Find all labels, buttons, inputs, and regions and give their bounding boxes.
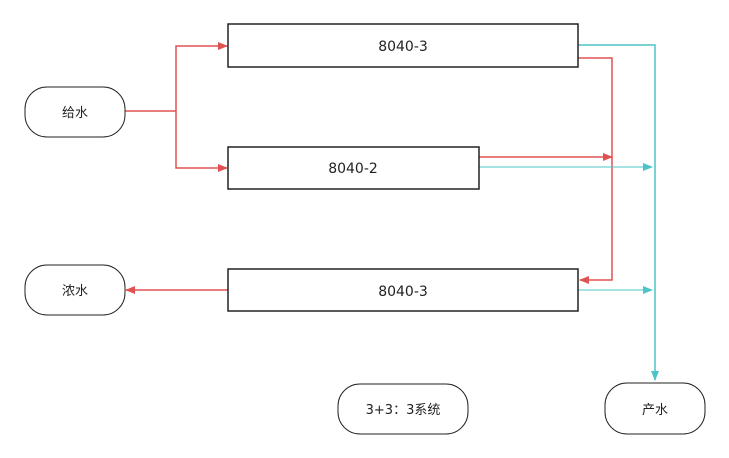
vessel-bottom-label: 8040-3 xyxy=(378,284,428,300)
top-concentrate-line xyxy=(578,57,613,158)
system-note-label: 3+3：3系统 xyxy=(366,403,441,418)
vessel-top-label: 8040-3 xyxy=(378,39,428,55)
feed-lines xyxy=(125,42,613,294)
concentrate-label: 浓水 xyxy=(62,284,88,299)
vessel-top: 8040-3 xyxy=(227,23,579,68)
vessel-middle-label: 8040-2 xyxy=(328,161,378,177)
concentrate-node: 浓水 xyxy=(24,264,126,316)
system-note-node: 3+3：3系统 xyxy=(337,383,469,435)
feed-line-to-top-vessel xyxy=(175,42,228,111)
vessel-top-box xyxy=(227,23,579,68)
vessel-middle: 8040-2 xyxy=(227,146,480,190)
permeate-lines xyxy=(479,44,659,381)
vessel-bottom-box xyxy=(227,268,579,312)
vessel-middle-box xyxy=(227,146,480,190)
top-permeate-line xyxy=(578,44,659,381)
feed-water-node: 给水 xyxy=(24,86,126,138)
permeate-node: 产水 xyxy=(604,382,706,435)
feed-water-label: 给水 xyxy=(62,106,88,121)
vessel-bottom: 8040-3 xyxy=(227,268,579,312)
feed-line-to-middle-vessel xyxy=(175,111,228,172)
permeate-label: 产水 xyxy=(642,403,668,418)
merged-concentrate-to-bottom-vessel xyxy=(579,157,613,284)
